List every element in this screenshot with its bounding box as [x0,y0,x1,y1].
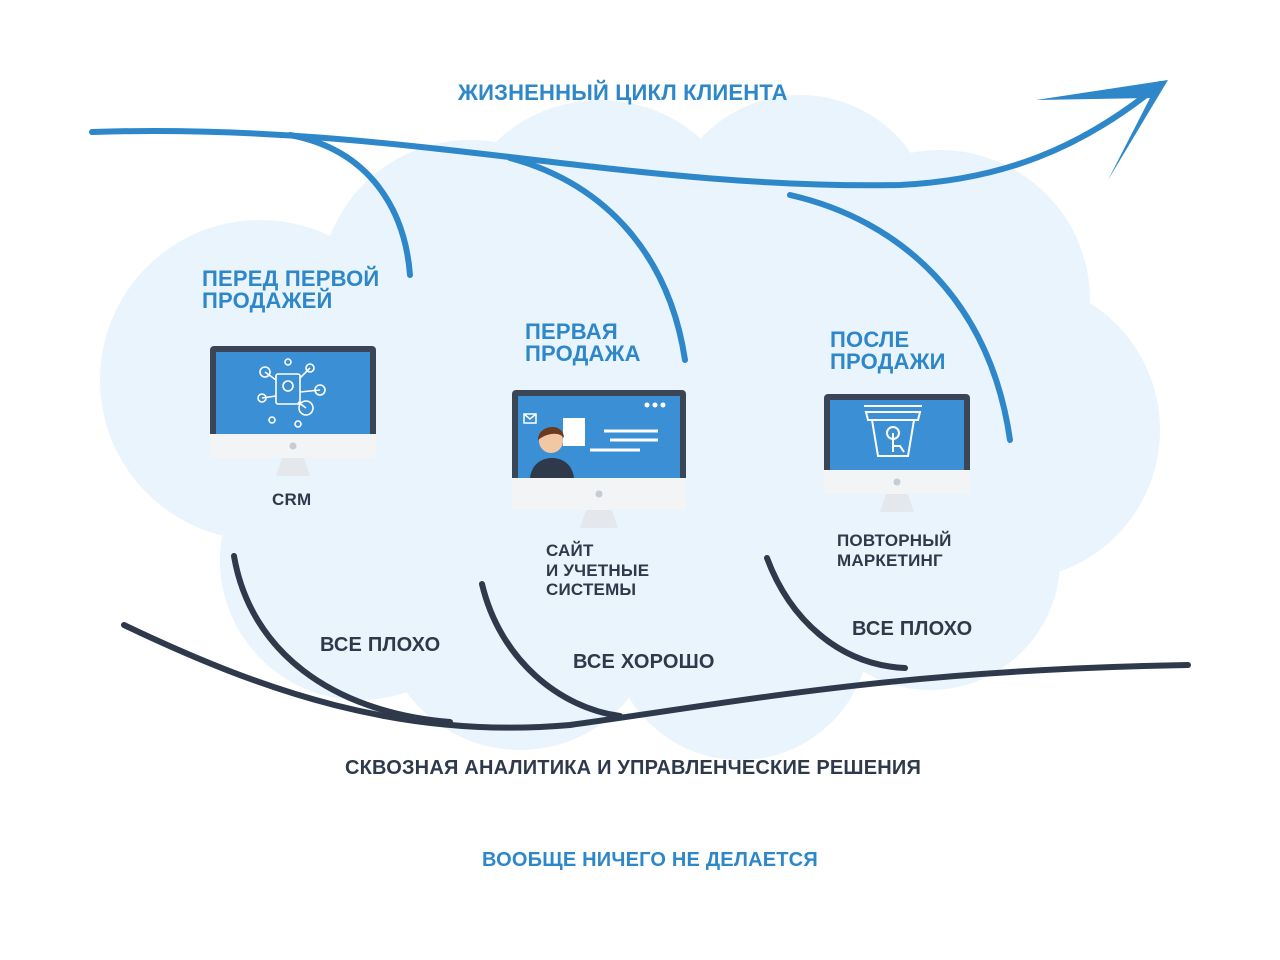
tool-label-website: САЙТ И УЧЕТНЫЕ СИСТЕМЫ [546,541,650,600]
status-label-bad-2: ВСЕ ПЛОХО [852,618,973,640]
stage-branches [287,132,1013,443]
monitor-crm [210,346,376,476]
basket-click-icon [864,405,922,457]
stage-title-first-sale: ПЕРВАЯ ПРОДАЖА [525,319,641,366]
stage-title-after-sale: ПОСЛЕ ПРОДАЖИ [830,327,946,374]
stage-title-before-sale: ПЕРЕД ПЕРВОЙ ПРОДАЖЕЙ [202,266,380,313]
status-label-bad-1: ВСЕ ПЛОХО [320,634,441,656]
tool-label-marketing: ПОВТОРНЫЙ МАРКЕТИНГ [837,531,952,570]
website-person-icon [523,402,666,478]
lifecycle-title: ЖИЗНЕННЫЙ ЦИКЛ КЛИЕНТА [458,80,788,105]
monitor-website [512,390,686,528]
analytics-curve [121,553,1191,731]
footer-note: ВООБЩЕ НИЧЕГО НЕ ДЕЛАЕТСЯ [482,849,818,871]
crm-network-icon [257,358,326,428]
lifecycle-arrow [89,80,1168,189]
analytics-title: СКВОЗНАЯ АНАЛИТИКА И УПРАВЛЕНЧЕСКИЕ РЕШЕ… [345,757,922,779]
monitor-marketing [824,394,970,512]
status-label-good: ВСЕ ХОРОШО [573,651,715,673]
tool-label-crm: CRM [272,490,312,509]
